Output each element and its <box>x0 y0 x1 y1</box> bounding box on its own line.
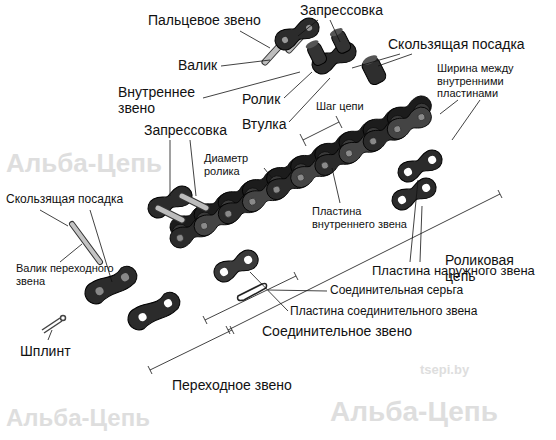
part-label: Скользящая посадка <box>388 36 525 52</box>
watermark: Альба-Цепь <box>6 148 162 179</box>
part-label: Соединительная серьга <box>330 284 463 298</box>
offset-link <box>42 224 184 334</box>
part-label: Внутреннее звено <box>118 84 210 116</box>
roller-bushing <box>360 53 388 86</box>
part-label: Запрессовка <box>144 122 227 138</box>
part-label: Ширина между внутренними пластинами <box>437 62 552 100</box>
press-fit-link <box>145 182 206 221</box>
part-label: Шаг цепи <box>316 100 364 113</box>
part-label: Валик <box>178 57 217 73</box>
part-label: Валик переходного звена <box>16 262 116 287</box>
part-label: Пальцевое звено <box>148 12 261 28</box>
part-label: Пластина соединительного звена <box>290 305 477 319</box>
part-label: Соединительное звено <box>262 323 412 339</box>
part-label: Пластина наружного звена <box>372 264 535 279</box>
watermark: Альба-Цепь <box>330 396 498 428</box>
watermark: tsepi.by <box>420 362 469 377</box>
part-label: Запрессовка <box>300 2 383 18</box>
part-label: Пластина внутреннего звена <box>312 205 414 230</box>
part-label: Переходное звено <box>172 377 292 393</box>
part-label: Скользящая посадка <box>6 193 123 207</box>
part-label: Втулка <box>242 116 287 132</box>
part-label: Ролик <box>242 91 280 107</box>
part-label: Диаметр ролика <box>204 152 266 177</box>
part-label: Шплинт <box>20 343 71 359</box>
connecting-link <box>211 246 267 300</box>
inner-link <box>302 25 360 77</box>
outer-plates <box>389 146 446 213</box>
watermark: Альба-Цепь <box>6 404 150 432</box>
